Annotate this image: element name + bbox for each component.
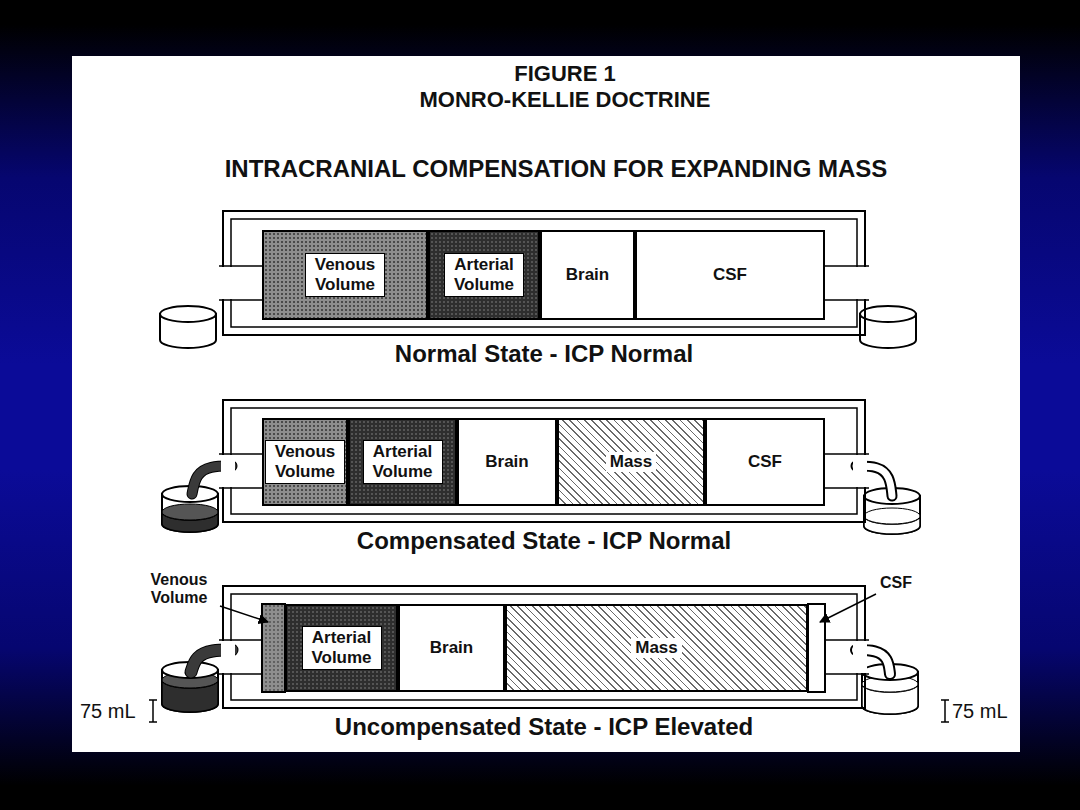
callout-label: Venous Volume — [138, 571, 220, 606]
arterial-compartment: Arterial Volume — [348, 418, 457, 506]
arterial-compartment: Arterial Volume — [285, 604, 398, 692]
figure-title: MONRO-KELLIE DOCTRINE — [165, 88, 965, 112]
leader-arrow — [820, 594, 876, 622]
tissue-compartment: CSF — [705, 418, 825, 506]
compartment-label: Arterial Volume — [363, 440, 443, 483]
venous-remnant — [262, 604, 285, 692]
mass-compartment: Mass — [557, 418, 705, 506]
skull-container: Compensated State - ICP NormalVenous Vol… — [223, 400, 865, 522]
collection-cup — [860, 306, 916, 348]
leader-arrow — [220, 606, 268, 622]
figure-number: FIGURE 1 — [165, 62, 965, 86]
compartment-label: Venous Volume — [305, 253, 385, 296]
compartment-label: Arterial Volume — [444, 253, 524, 296]
compartment-label: Venous Volume — [265, 440, 345, 483]
collection-cup — [160, 306, 216, 348]
csf-remnant — [808, 604, 825, 692]
compartment-label: Arterial Volume — [302, 626, 382, 669]
arterial-compartment: Arterial Volume — [428, 230, 540, 320]
figure-subtitle: INTRACRANIAL COMPENSATION FOR EXPANDING … — [156, 156, 956, 182]
venous-compartment: Venous Volume — [262, 418, 348, 506]
fluid-apparatus — [149, 306, 949, 722]
tissue-compartment: CSF — [635, 230, 825, 320]
volume-label: 75 mL — [952, 700, 1022, 722]
compartment-label: Mass — [606, 452, 657, 472]
state-caption: Compensated State - ICP Normal — [223, 528, 865, 554]
skull-container: Uncompensated State - ICP ElevatedArteri… — [223, 586, 865, 708]
volume-bracket — [149, 700, 157, 722]
skull-container: Normal State - ICP NormalVenous VolumeAr… — [223, 211, 865, 335]
compartment-label: CSF — [748, 452, 782, 472]
tissue-compartment: Brain — [457, 418, 557, 506]
compartment-label: Brain — [430, 638, 473, 658]
compartment-label: CSF — [713, 265, 747, 285]
mass-compartment: Mass — [505, 604, 808, 692]
callout-label: CSF — [880, 574, 930, 592]
compartment-label: Brain — [566, 265, 609, 285]
compartment-label: Mass — [631, 638, 682, 658]
state-caption: Normal State - ICP Normal — [223, 341, 865, 367]
compartment-label: Brain — [485, 452, 528, 472]
volume-bracket — [941, 700, 949, 722]
tissue-compartment: Brain — [540, 230, 635, 320]
volume-label: 75 mL — [80, 700, 150, 722]
state-caption: Uncompensated State - ICP Elevated — [223, 714, 865, 740]
tissue-compartment: Brain — [398, 604, 505, 692]
venous-compartment: Venous Volume — [262, 230, 428, 320]
